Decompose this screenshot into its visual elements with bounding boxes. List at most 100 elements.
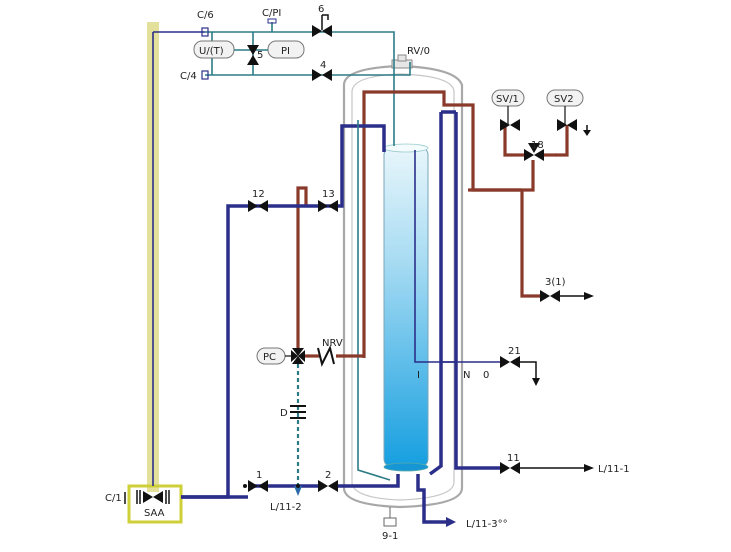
outer-vessel [342, 64, 464, 509]
valve-sv2b [567, 119, 577, 131]
label-i: I [417, 370, 420, 381]
bottom-nozzle [383, 517, 397, 527]
line-c4-to-nozzle [205, 62, 411, 76]
n-line-right [454, 112, 500, 470]
valve-21b [510, 356, 520, 368]
return-line-to-18 [468, 160, 535, 192]
label-v11: 11 [507, 453, 520, 464]
valve-11 [500, 462, 510, 474]
outlet-3-arrow [584, 292, 594, 300]
label-ut: U/(T) [199, 46, 224, 57]
label-n: N [463, 370, 470, 381]
label-v5: 5 [257, 50, 263, 61]
valve-pc [291, 350, 298, 362]
valve-sv1 [500, 119, 510, 131]
valve-1 [248, 480, 258, 492]
valve-13 [318, 200, 328, 212]
label-c6: C/6 [197, 10, 214, 21]
label-l111: L/11-1 [598, 464, 630, 475]
label-v13: 13 [322, 189, 335, 200]
label-pc: PC [263, 352, 276, 363]
inner-vent-line [357, 120, 391, 481]
label-o: 0 [483, 370, 489, 381]
valve-1b [258, 480, 268, 492]
valve-sv1b [510, 119, 520, 131]
label-sv1: SV/1 [496, 94, 519, 105]
label-saa: SAA [144, 508, 165, 519]
line-to-sv1 [503, 125, 512, 157]
i-line [414, 150, 500, 363]
valve-pcc [292, 348, 304, 356]
drain-line-l113 [416, 474, 448, 524]
label-91: 9-1 [382, 531, 398, 542]
valve-sv2 [557, 119, 567, 131]
label-v2: 2 [325, 470, 331, 481]
line-to-sv2 [555, 125, 569, 157]
inner-vessel-bottom [383, 462, 429, 472]
marker-v1 [243, 484, 247, 488]
label-nrv: NRV [322, 338, 343, 349]
label-rv0: RV/0 [407, 46, 430, 57]
supply-line-main [181, 124, 386, 499]
saa-highlight-box [127, 484, 183, 524]
valve-12b [258, 200, 268, 212]
pc-return-line [296, 186, 308, 352]
nrv-symbol [317, 345, 335, 367]
valve-6b [322, 25, 332, 37]
label-pi: PI [281, 46, 290, 57]
label-sv2: SV2 [554, 94, 574, 105]
label-v6: 6 [318, 4, 324, 15]
sv2-outlet-arrow [583, 130, 591, 136]
valve-18 [524, 149, 534, 161]
label-v3: 3(1) [545, 277, 566, 288]
return-line-to-3 [520, 190, 540, 298]
valve-11b [510, 462, 520, 474]
valve-saa [143, 491, 153, 503]
label-d: D [280, 408, 288, 419]
marker-l112 [296, 484, 300, 488]
outlet-21 [520, 361, 537, 380]
label-v21: 21 [508, 346, 521, 357]
valve-21 [500, 356, 510, 368]
valve-2 [318, 480, 328, 492]
valve-18c [528, 143, 540, 153]
supply-line-to-vessel [338, 474, 400, 488]
outlet-21-arrow [532, 378, 540, 386]
valve-pcd [292, 356, 304, 364]
label-l112: L/11-2 [270, 502, 302, 513]
valve-6 [312, 25, 322, 37]
valve-13b [328, 200, 338, 212]
valve-18b [534, 149, 544, 161]
label-c4: C/4 [180, 71, 197, 82]
valve-5 [247, 45, 259, 55]
valve-3 [540, 290, 550, 302]
c4-port [201, 70, 209, 80]
label-v12: 12 [252, 189, 265, 200]
label-l113: L/11-3°° [466, 519, 508, 530]
line-top-to-vessel [205, 31, 395, 146]
valve-12 [248, 200, 258, 212]
valve-2b [328, 480, 338, 492]
valve-pcb [298, 350, 305, 362]
valve-4 [312, 69, 322, 81]
top-nozzle-cap [397, 54, 407, 62]
c6-port [201, 27, 209, 37]
inner-vessel [383, 146, 429, 468]
valve-5b [247, 55, 259, 65]
cpi-port [267, 18, 277, 24]
label-cpi: C/PI [262, 8, 281, 19]
valve-3b [550, 290, 560, 302]
label-v18: 18 [531, 140, 544, 151]
n-line-left [428, 112, 443, 476]
outlet-l111-arrow [584, 464, 594, 472]
valve-saab [153, 491, 163, 503]
valve-6-handle [322, 14, 329, 20]
inner-vessel-top [383, 143, 429, 153]
label-v4: 4 [320, 60, 326, 71]
label-v1: 1 [256, 470, 262, 481]
valve-4b [322, 69, 332, 81]
drain-arrow-l113 [446, 517, 456, 527]
label-c1: C/1 [105, 493, 122, 504]
